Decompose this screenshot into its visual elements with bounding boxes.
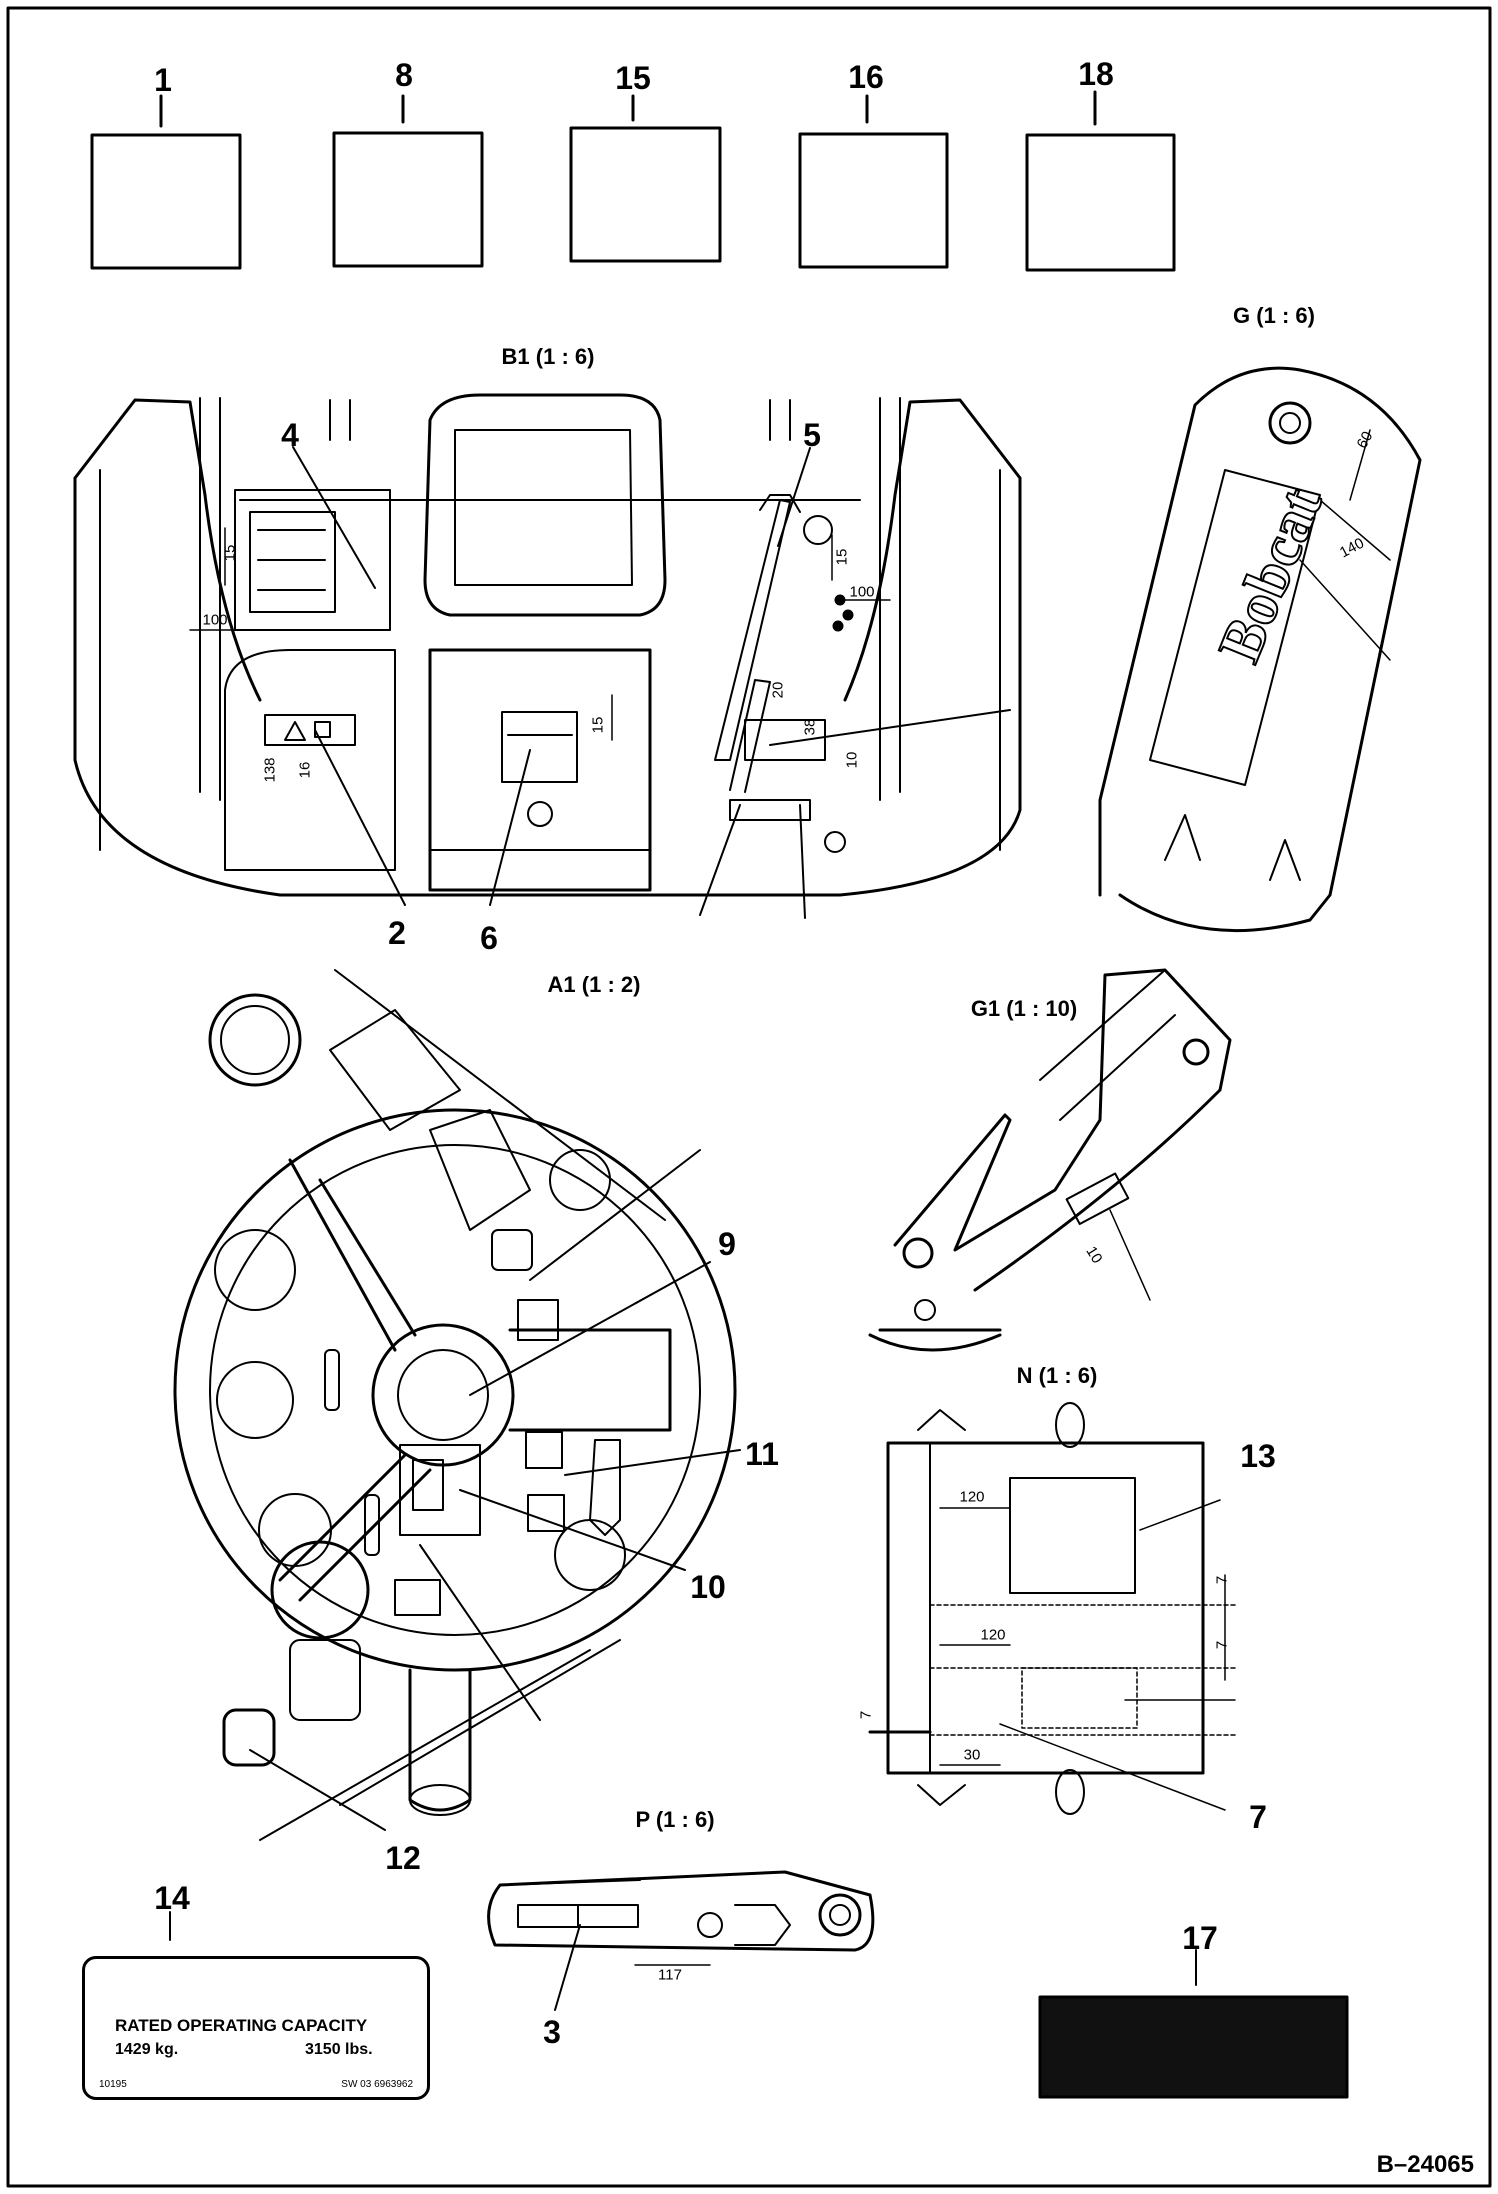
dim-38: 38 [801, 718, 819, 736]
callout-10: 10 [690, 1569, 726, 1605]
dim-7-c: 7 [857, 1710, 875, 1720]
dim-15-right: 15 [833, 548, 851, 566]
decal-code-left: 10195 [99, 2079, 127, 2090]
top-decal-boxes [90, 90, 1176, 272]
decal-12-a1 [222, 1708, 276, 1767]
decal-box-16 [798, 132, 949, 269]
decal-6-b1 [501, 711, 578, 783]
decal-4-b1 [249, 511, 336, 613]
decal-7-n [1021, 1667, 1138, 1729]
view-p-side [487, 1870, 875, 2011]
view-n-rear [868, 1402, 1236, 1815]
callout-11: 11 [745, 1436, 779, 1472]
callout-13: 13 [1240, 1438, 1276, 1474]
callout-12: 12 [385, 1840, 421, 1876]
document-number: B–24065 [1376, 2151, 1474, 2178]
decal-11-a1 [525, 1431, 563, 1469]
dim-7-b: 7 [1213, 1640, 1231, 1650]
view-title-p: P (1 : 6) [635, 1807, 715, 1832]
decal-box-18 [1025, 133, 1176, 272]
capacity-title: RATED OPERATING CAPACITY [115, 2016, 368, 2035]
dim-120-mid: 120 [980, 1626, 1006, 1644]
capacity-imperial: 3150 lbs. [305, 2041, 373, 2058]
dim-15-left: 15 [221, 544, 239, 562]
bobcat-logo-decal [1149, 469, 1321, 786]
dim-20: 20 [769, 681, 787, 699]
decal-box-8 [332, 131, 484, 268]
dim-100-right: 100 [849, 583, 875, 601]
dim-120-top: 120 [959, 1488, 985, 1506]
dim-138: 138 [261, 757, 279, 783]
dim-117: 117 [658, 1966, 682, 1984]
decal-box-15 [569, 126, 722, 263]
callout-17: 17 [1182, 1920, 1218, 1956]
view-b1-platform [73, 393, 1022, 919]
rated-capacity-decal: RATED OPERATING CAPACITY 1429 kg. 3150 l… [82, 1956, 430, 2100]
callout-4: 4 [281, 417, 299, 453]
callout-14: 14 [154, 1880, 190, 1916]
decal-17 [1038, 1995, 1349, 2099]
callout-15: 15 [615, 60, 651, 96]
callout-3: 3 [543, 2014, 561, 2050]
view-title-g: G (1 : 6) [1233, 303, 1315, 328]
decal-box-1 [90, 133, 242, 270]
callout-16: 16 [848, 59, 884, 95]
view-title-b1: B1 (1 : 6) [501, 344, 595, 369]
steering-wheel-rim [173, 1108, 737, 1672]
callout-18: 18 [1078, 56, 1114, 92]
callout-7: 7 [1249, 1799, 1267, 1835]
view-title-n: N (1 : 6) [1016, 1363, 1098, 1388]
decal-code-right: SW 03 6963962 [341, 2079, 413, 2090]
dim-7-a: 7 [1213, 1575, 1231, 1585]
callout-9: 9 [718, 1226, 736, 1262]
decal-2-b1 [264, 714, 356, 746]
callout-8: 8 [395, 57, 413, 93]
dim-16: 16 [296, 761, 314, 779]
decal-10-a1 [399, 1444, 481, 1536]
capacity-metric: 1429 kg. [115, 2041, 179, 2058]
decal-13-n [1009, 1477, 1136, 1594]
dim-30: 30 [963, 1746, 981, 1764]
view-a1-steering [173, 969, 741, 1841]
callout-6: 6 [480, 920, 498, 956]
callout-2: 2 [388, 915, 406, 951]
sheet-border [6, 6, 1492, 2188]
callout-1: 1 [154, 62, 172, 98]
view-title-a1: A1 (1 : 2) [547, 972, 641, 997]
dim-15-center: 15 [589, 716, 607, 734]
dim-100-left: 100 [202, 611, 228, 629]
view-g1-lift-arm [868, 968, 1232, 1352]
operator-seat [423, 393, 667, 617]
view-g-side [1098, 366, 1422, 933]
dim-10-b1: 10 [843, 751, 861, 769]
view-title-g1: G1 (1 : 10) [970, 996, 1078, 1021]
decal-7-g1 [1065, 1172, 1130, 1226]
callout-5: 5 [803, 417, 821, 453]
